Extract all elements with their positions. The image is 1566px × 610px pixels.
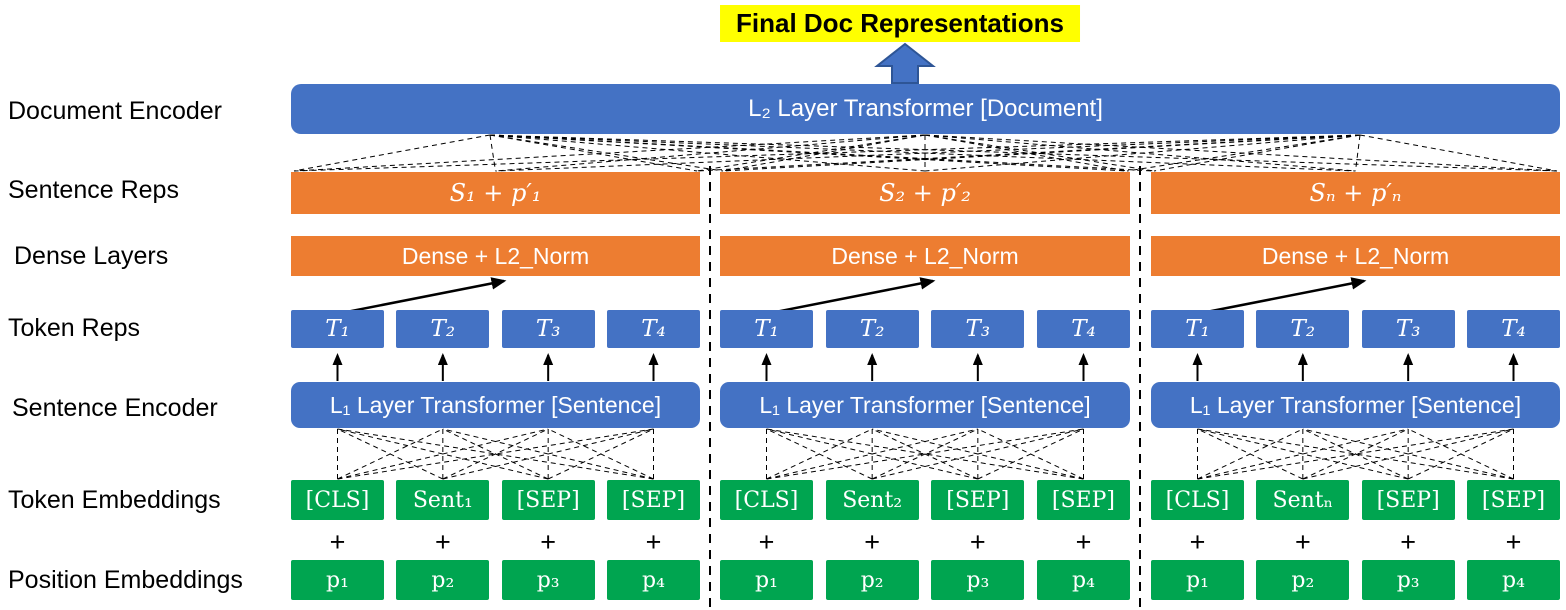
position-embeddings-row: p₁ p₂ p₃ p₄ — [720, 560, 1130, 600]
label-token-reps: Token Reps — [8, 314, 141, 342]
plus-sign: + — [329, 527, 346, 557]
plus-sign: + — [864, 527, 881, 557]
token-rep-box: T₁ — [291, 310, 384, 348]
plus-sign: + — [969, 527, 986, 557]
label-token-embeddings: Token Embeddings — [8, 486, 221, 514]
token-rep-box: T₂ — [396, 310, 490, 348]
token-rep-box: T₄ — [1466, 310, 1560, 348]
label-dense-layers: Dense Layers — [14, 242, 169, 270]
position-embeddings-row: p₁ p₂ p₃ p₄ — [291, 560, 700, 600]
token-reps-row: T₁ T₂ T₃ T₄ — [720, 310, 1130, 348]
token-embedding-box: [SEP] — [1036, 480, 1130, 520]
position-embedding-box: p₄ — [606, 560, 700, 600]
token-rep-box: T₄ — [606, 310, 700, 348]
position-embedding-box: p₂ — [825, 560, 919, 600]
label-sentence-encoder: Sentence Encoder — [12, 394, 218, 422]
token-embedding-box: Sent₁ — [396, 480, 490, 520]
plus-row: + + + + — [291, 528, 700, 556]
document-encoder-bar: L₂ Layer Transformer [Document] — [291, 84, 1560, 134]
position-embedding-box: p₄ — [1036, 560, 1130, 600]
position-embeddings-row: p₁ p₂ p₃ p₄ — [1151, 560, 1560, 600]
position-embedding-box: p₃ — [931, 560, 1025, 600]
plus-row: + + + + — [720, 528, 1130, 556]
token-rep-box: T₁ — [1151, 310, 1244, 348]
token-reps-row: T₁ T₂ T₃ T₄ — [291, 310, 700, 348]
token-embedding-box: Sent₂ — [825, 480, 919, 520]
token-embeddings-row: [CLS] Sentₙ [SEP] [SEP] — [1151, 480, 1560, 520]
token-embedding-box: [SEP] — [1361, 480, 1455, 520]
plus-sign: + — [434, 527, 451, 557]
token-embedding-box: [CLS] — [1151, 480, 1244, 520]
position-embedding-box: p₁ — [1151, 560, 1244, 600]
sentence-rep-bar: S₂ + p′₂ — [720, 172, 1130, 214]
dense-l2norm-bar: Dense + L2_Norm — [1151, 236, 1560, 276]
token-embedding-box: [CLS] — [720, 480, 813, 520]
token-embedding-box: [SEP] — [931, 480, 1025, 520]
plus-sign: + — [645, 527, 662, 557]
sentence-column-2: S₂ + p′₂ Dense + L2_Norm T₁ T₂ T₃ T₄ L₁ … — [720, 0, 1130, 610]
plus-sign: + — [1189, 527, 1206, 557]
token-embedding-box: [SEP] — [1466, 480, 1560, 520]
plus-sign: + — [1075, 527, 1092, 557]
sentence-column-1: S₁ + p′₁ Dense + L2_Norm T₁ T₂ T₃ T₄ L₁ … — [291, 0, 700, 610]
label-sentence-reps: Sentence Reps — [8, 176, 179, 204]
position-embedding-box: p₂ — [1256, 560, 1350, 600]
label-document-encoder: Document Encoder — [8, 97, 223, 125]
dense-l2norm-bar: Dense + L2_Norm — [291, 236, 700, 276]
position-embedding-box: p₄ — [1466, 560, 1560, 600]
position-embedding-box: p₁ — [720, 560, 813, 600]
sentence-encoder-bar: L₁ Layer Transformer [Sentence] — [1151, 382, 1560, 428]
sentence-encoder-bar: L₁ Layer Transformer [Sentence] — [291, 382, 700, 428]
plus-sign: + — [758, 527, 775, 557]
token-embeddings-row: [CLS] Sent₂ [SEP] [SEP] — [720, 480, 1130, 520]
position-embedding-box: p₂ — [396, 560, 490, 600]
final-doc-representations-title: Final Doc Representations — [720, 5, 1080, 42]
sentence-column-n: Sₙ + p′ₙ Dense + L2_Norm T₁ T₂ T₃ T₄ L₁ … — [1151, 0, 1560, 610]
token-embedding-box: [SEP] — [501, 480, 595, 520]
token-rep-box: T₄ — [1036, 310, 1130, 348]
position-embedding-box: p₃ — [501, 560, 595, 600]
plus-sign: + — [1400, 527, 1417, 557]
token-rep-box: T₁ — [720, 310, 813, 348]
token-rep-box: T₂ — [1256, 310, 1350, 348]
dense-l2norm-bar: Dense + L2_Norm — [720, 236, 1130, 276]
plus-row: + + + + — [1151, 528, 1560, 556]
token-rep-box: T₂ — [825, 310, 919, 348]
token-rep-box: T₃ — [931, 310, 1025, 348]
sentence-encoder-bar: L₁ Layer Transformer [Sentence] — [720, 382, 1130, 428]
token-embedding-box: [SEP] — [606, 480, 700, 520]
plus-sign: + — [540, 527, 557, 557]
plus-sign: + — [1294, 527, 1311, 557]
label-position-embeddings: Position Embeddings — [8, 566, 243, 594]
token-embedding-box: [CLS] — [291, 480, 384, 520]
token-embedding-box: Sentₙ — [1256, 480, 1350, 520]
token-embeddings-row: [CLS] Sent₁ [SEP] [SEP] — [291, 480, 700, 520]
plus-sign: + — [1505, 527, 1522, 557]
sentence-rep-bar: S₁ + p′₁ — [291, 172, 700, 214]
token-reps-row: T₁ T₂ T₃ T₄ — [1151, 310, 1560, 348]
sentence-rep-bar: Sₙ + p′ₙ — [1151, 172, 1560, 214]
position-embedding-box: p₃ — [1361, 560, 1455, 600]
position-embedding-box: p₁ — [291, 560, 384, 600]
token-rep-box: T₃ — [501, 310, 595, 348]
token-rep-box: T₃ — [1361, 310, 1455, 348]
